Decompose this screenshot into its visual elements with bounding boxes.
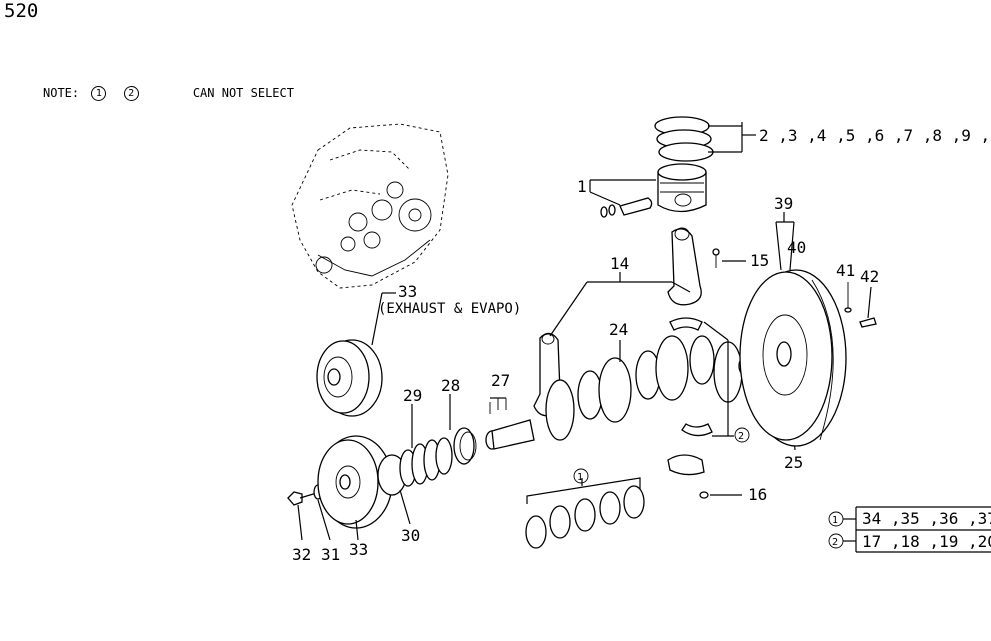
callout-labels: 1 2 ,3 ,4 ,5 ,6 ,7 ,8 ,9 ,10,11,1 14 15 … bbox=[292, 126, 991, 564]
label-41: 41 bbox=[836, 261, 855, 280]
label-16: 16 bbox=[748, 485, 767, 504]
note-line: NOTE: 1 2 CAN NOT SELECT bbox=[43, 86, 294, 101]
legend-row-1-parts: 34 ,35 ,36 ,37 ,3 bbox=[862, 509, 991, 528]
connecting-rods bbox=[533, 227, 746, 417]
label-32: 32 bbox=[292, 545, 311, 564]
piston-assembly bbox=[589, 116, 756, 218]
parts-legend: 1 34 ,35 ,36 ,37 ,3 2 17 ,18 ,19 ,20 ,21 bbox=[828, 506, 991, 553]
label-27: 27 bbox=[491, 371, 510, 390]
label-24: 24 bbox=[609, 320, 628, 339]
note-label: NOTE: bbox=[43, 86, 80, 100]
legend-row-2-parts: 17 ,18 ,19 ,20 ,21 bbox=[862, 532, 991, 551]
bearing-marker-2: 2 bbox=[738, 431, 744, 442]
note-text: CAN NOT SELECT bbox=[192, 86, 294, 100]
note-marker-2: 2 bbox=[123, 86, 139, 101]
label-14: 14 bbox=[610, 254, 629, 273]
label-28: 28 bbox=[441, 376, 460, 395]
label-30: 30 bbox=[401, 526, 420, 545]
label-39: 39 bbox=[774, 194, 793, 213]
front-pulley-assembly bbox=[287, 394, 507, 541]
legend-marker-1: 1 bbox=[832, 515, 838, 526]
main-bearings bbox=[667, 317, 750, 499]
flywheel bbox=[739, 212, 877, 447]
label-33-upper: 33 bbox=[398, 282, 417, 301]
label-42: 42 bbox=[860, 267, 879, 286]
legend-marker-2: 2 bbox=[832, 537, 838, 548]
label-33-upper-note: (EXHAUST & EVAPO) bbox=[378, 301, 521, 317]
label-40: 40 bbox=[787, 238, 806, 257]
engine-block-illustration bbox=[291, 123, 449, 289]
bearing-marker-1: 1 bbox=[577, 472, 583, 483]
bearing-set-1 bbox=[525, 468, 645, 549]
label-33-lower: 33 bbox=[349, 540, 368, 559]
label-15: 15 bbox=[750, 251, 769, 270]
label-31: 31 bbox=[321, 545, 340, 564]
page-number: 520 bbox=[4, 0, 39, 22]
label-1: 1 bbox=[577, 177, 587, 196]
label-25: 25 bbox=[784, 453, 803, 472]
note-marker-1: 1 bbox=[91, 86, 107, 101]
label-29: 29 bbox=[403, 386, 422, 405]
pulley-exhaust-evapo bbox=[316, 292, 396, 417]
label-2-11: 2 ,3 ,4 ,5 ,6 ,7 ,8 ,9 ,10,11,1 bbox=[759, 126, 991, 145]
